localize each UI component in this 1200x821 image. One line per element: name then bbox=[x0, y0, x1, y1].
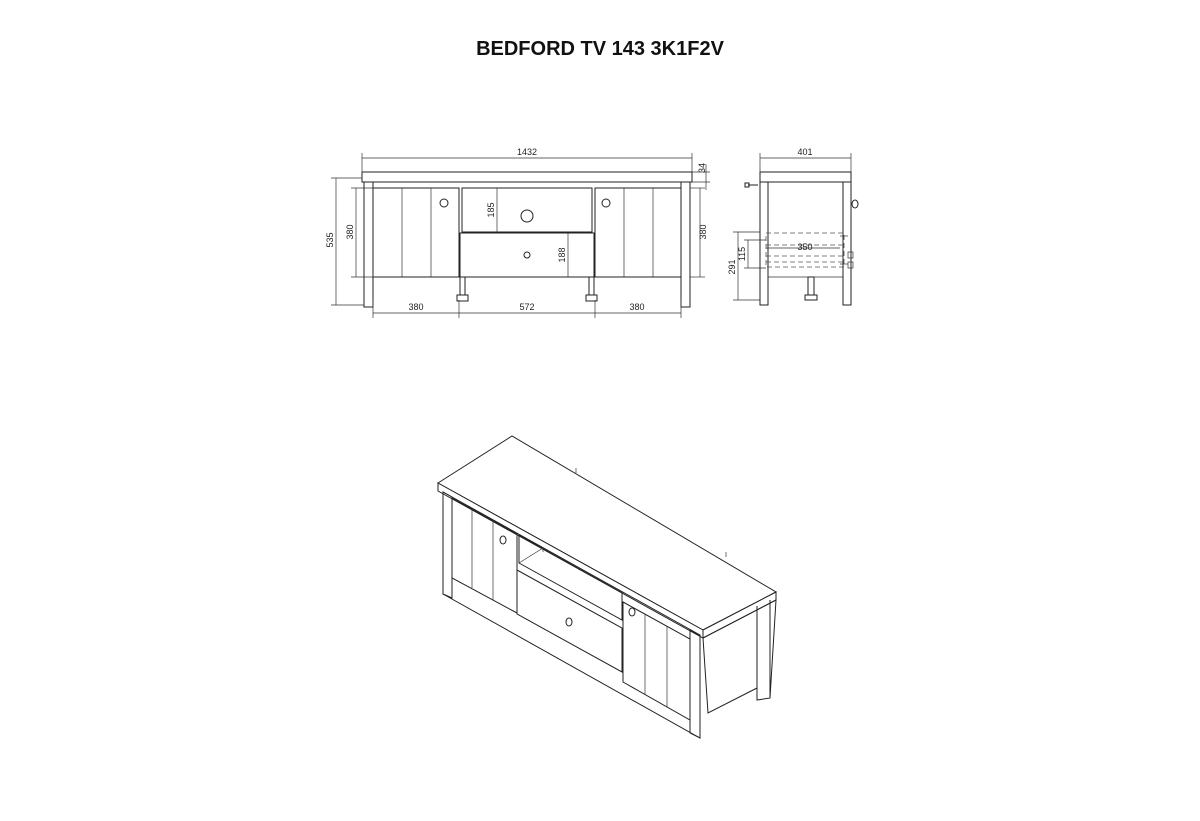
dim-drawer-side-height: 115 bbox=[737, 247, 747, 261]
left-door bbox=[372, 187, 460, 278]
open-shelf bbox=[461, 187, 593, 233]
dim-right-section: 380 bbox=[629, 302, 644, 312]
side-front-leg bbox=[759, 181, 769, 306]
isometric-view bbox=[437, 435, 778, 739]
dim-total-height: 535 bbox=[325, 232, 335, 247]
side-top bbox=[759, 171, 852, 183]
right-door bbox=[594, 187, 682, 278]
dim-door-height-left: 380 bbox=[345, 224, 355, 239]
iso-right-door bbox=[622, 601, 691, 721]
drawer-front bbox=[459, 232, 595, 278]
side-back-leg bbox=[842, 181, 852, 306]
drawing-title: BEDFORD TV 143 3K1F2V bbox=[476, 38, 724, 60]
left-door-knob bbox=[439, 198, 449, 208]
dim-shelf-opening: 185 bbox=[486, 202, 496, 217]
top-board bbox=[361, 171, 693, 183]
iso-drawer bbox=[516, 569, 623, 673]
left-leg bbox=[363, 181, 374, 308]
right-leg bbox=[680, 181, 691, 308]
drawer-knob bbox=[523, 251, 531, 259]
dim-depth: 401 bbox=[797, 147, 812, 157]
front-view: 1432 34 535 380 380 185 188 380 bbox=[325, 147, 710, 318]
dim-middle-section: 572 bbox=[519, 302, 534, 312]
side-view: 401 350 291 115 bbox=[727, 147, 859, 306]
dim-drawer-height: 188 bbox=[557, 247, 567, 262]
dim-side-height: 291 bbox=[727, 259, 737, 274]
iso-top bbox=[437, 435, 778, 631]
dim-total-width: 1432 bbox=[517, 147, 537, 157]
dim-top-thickness: 34 bbox=[697, 163, 707, 173]
dim-left-section: 380 bbox=[408, 302, 423, 312]
dim-inner-depth: 350 bbox=[797, 242, 812, 252]
cable-hole bbox=[520, 209, 534, 223]
right-door-knob bbox=[601, 198, 611, 208]
dim-door-height-right: 380 bbox=[698, 224, 708, 239]
